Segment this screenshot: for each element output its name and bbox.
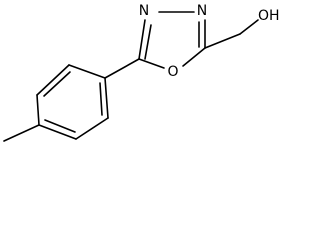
oxadiazole-bond bbox=[138, 58, 165, 69]
benzene-bond bbox=[75, 117, 109, 140]
nitrogen-atom-label-right: N bbox=[197, 3, 207, 19]
benzene-double-bond bbox=[99, 82, 103, 116]
benzene-bond bbox=[36, 94, 40, 126]
hydroxyl-label: OH bbox=[258, 8, 280, 24]
ch2-bond bbox=[204, 33, 241, 49]
aryl-oxadiazole-bond bbox=[104, 58, 140, 79]
ch2-oh-bond bbox=[239, 19, 259, 35]
oxadiazole-bond bbox=[182, 47, 206, 67]
benzene-bond bbox=[68, 64, 106, 79]
oxygen-atom-label: O bbox=[167, 64, 178, 80]
chemical-structure-diagram: N N O OH bbox=[3, 3, 280, 142]
benzene-bond bbox=[104, 77, 109, 119]
benzene-double-bond bbox=[43, 71, 71, 97]
nitrogen-atom-label-left: N bbox=[139, 3, 149, 19]
methyl-bond bbox=[3, 124, 40, 142]
oxadiazole-bond bbox=[138, 19, 146, 60]
benzene-bond bbox=[38, 124, 77, 140]
oxadiazole-double-bond bbox=[144, 24, 152, 60]
benzene-bond bbox=[36, 64, 70, 96]
benzene-double-bond bbox=[44, 119, 76, 133]
